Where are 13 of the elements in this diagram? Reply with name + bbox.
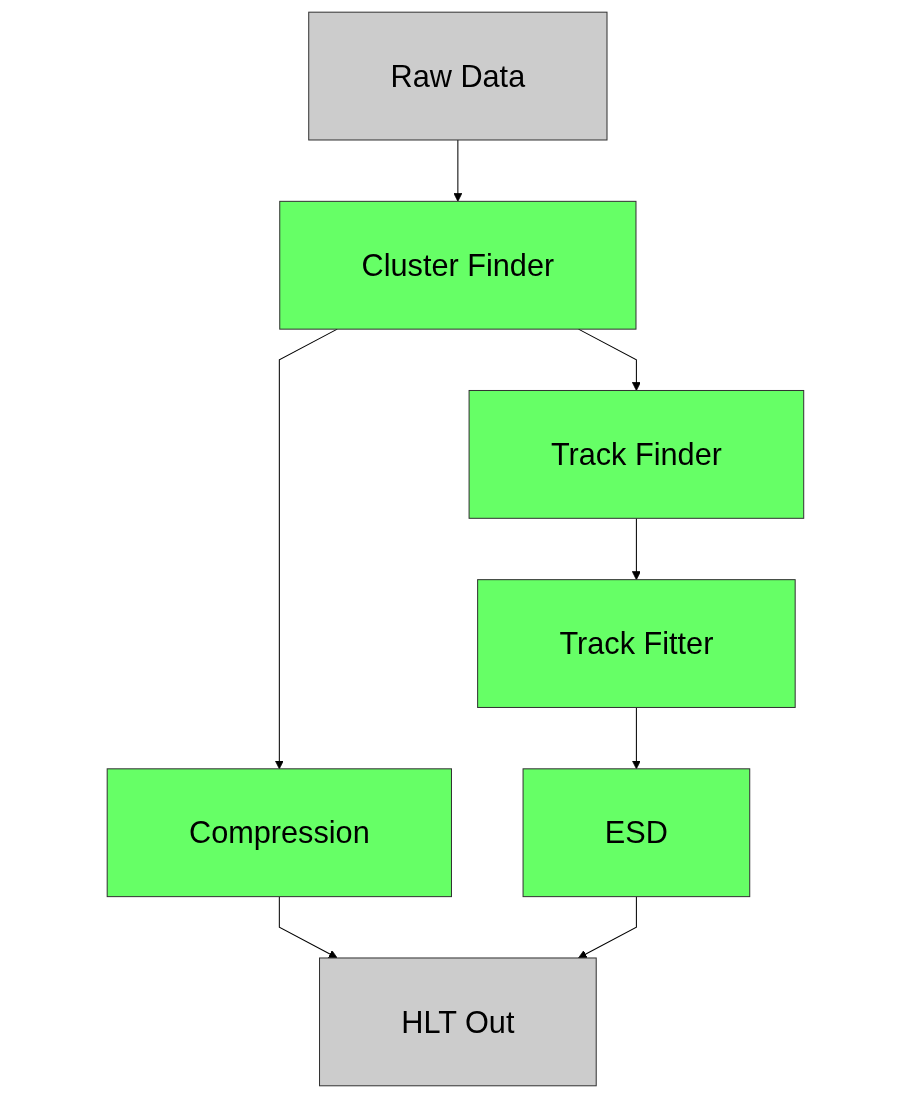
arrow <box>631 707 641 770</box>
arrow <box>452 139 462 202</box>
node-box: ESD <box>522 768 750 898</box>
node-box: Track Finder <box>468 390 804 519</box>
node-box: Cluster Finder <box>278 200 637 330</box>
arrow <box>274 328 338 770</box>
node-box: Raw Data <box>307 11 608 141</box>
node-box: HLT Out <box>318 957 597 1087</box>
arrow <box>631 517 641 581</box>
arrow <box>278 896 338 959</box>
node-box: Track Fitter <box>476 579 796 708</box>
node-box: Compression <box>106 768 452 898</box>
arrow <box>577 896 637 959</box>
